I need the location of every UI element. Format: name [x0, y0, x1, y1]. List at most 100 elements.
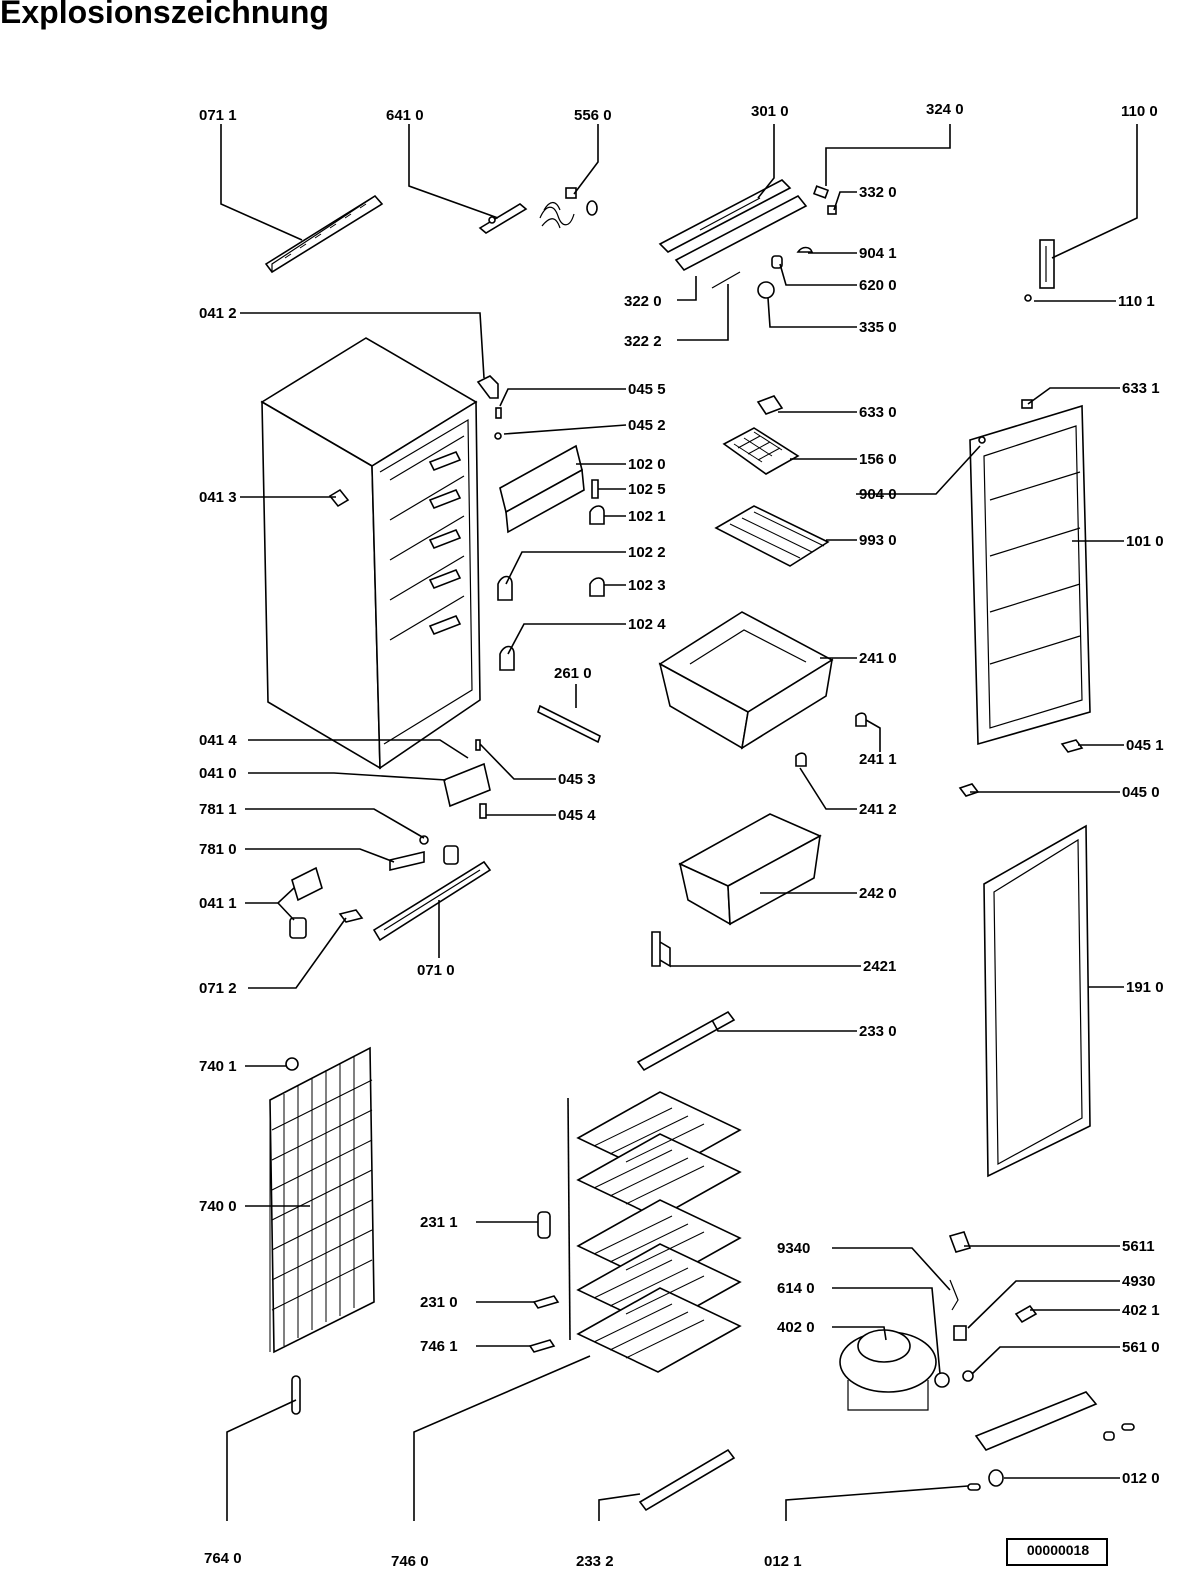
- part-label: 641 0: [386, 107, 424, 124]
- part-labels: 071 1 641 0 556 0 301 0 324 0 110 0 332 …: [199, 101, 1164, 1570]
- cabinet-body-drawing: [260, 337, 481, 770]
- part-label: 102 0: [628, 456, 666, 473]
- top-cover-301-0-drawing: [658, 179, 808, 272]
- bracket-041-0-drawing: [443, 762, 491, 808]
- part-label: 102 3: [628, 577, 666, 594]
- part-label: 2421: [863, 958, 896, 975]
- part-label: 241 1: [859, 751, 897, 768]
- part-label: 746 0: [391, 1553, 429, 1570]
- wire-shelf-rack-drawing: [567, 1091, 742, 1373]
- part-label: 241 2: [859, 801, 897, 818]
- gasket-191-0-drawing: [983, 824, 1091, 1178]
- part-label: 231 1: [420, 1214, 458, 1231]
- compressor-402-0-drawing: [839, 1329, 937, 1411]
- part-label: 556 0: [574, 107, 612, 124]
- part-label: 041 1: [199, 895, 237, 912]
- part-label: 012 1: [764, 1553, 802, 1570]
- part-label: 740 0: [199, 1198, 237, 1215]
- part-label: 071 1: [199, 107, 237, 124]
- ice-tray-156-0-drawing: [722, 427, 800, 475]
- shelf-cover-102-0-drawing: [499, 444, 585, 534]
- part-label: 620 0: [859, 277, 897, 294]
- part-label: 233 2: [576, 1553, 614, 1570]
- part-label: 746 1: [420, 1338, 458, 1355]
- part-label: 102 1: [628, 508, 666, 525]
- part-label: 041 0: [199, 765, 237, 782]
- part-332-0b-drawing: [827, 205, 837, 215]
- leader-lines: [220, 124, 1138, 1521]
- hinge-041-2-drawing: [476, 375, 499, 399]
- part-label: 322 2: [624, 333, 662, 350]
- part-label: 102 5: [628, 481, 666, 498]
- part-label: 045 1: [1126, 737, 1164, 754]
- part-label: 102 2: [628, 544, 666, 561]
- door-101-0-drawing: [969, 404, 1091, 746]
- part-label: 614 0: [777, 1280, 815, 1297]
- part-label: 041 3: [199, 489, 237, 506]
- part-label: 071 0: [417, 962, 455, 979]
- document-number-box: [1006, 1538, 1108, 1566]
- baseplate-drawing: [974, 1391, 1098, 1451]
- part-label: 231 0: [420, 1294, 458, 1311]
- part-drawings: [260, 179, 1135, 1512]
- handle-110-0-drawing: [1024, 239, 1055, 302]
- part-label: 045 2: [628, 417, 666, 434]
- part-label: 764 0: [204, 1550, 242, 1567]
- part-label: 335 0: [859, 319, 897, 336]
- tray-993-0-drawing: [714, 505, 830, 567]
- spring-556-0-drawing: [539, 187, 598, 229]
- part-label: 110 1: [1118, 293, 1155, 310]
- part-label: 191 0: [1126, 979, 1164, 996]
- part-label: 041 4: [199, 732, 237, 749]
- part-label: 904 0: [859, 486, 897, 503]
- rail-071-0-drawing: [372, 860, 492, 942]
- part-label: 071 2: [199, 980, 237, 997]
- bar-233-2-drawing: [638, 1448, 736, 1512]
- part-332-0-drawing: [812, 185, 830, 199]
- part-label: 101 0: [1126, 533, 1164, 550]
- part-label: 781 1: [199, 801, 237, 818]
- part-label: 156 0: [859, 451, 897, 468]
- part-label: 242 0: [859, 885, 897, 902]
- part-label: 322 0: [624, 293, 662, 310]
- part-label: 110 0: [1121, 103, 1158, 120]
- part-904-1-drawing: [796, 246, 814, 253]
- part-label: 904 1: [859, 245, 897, 262]
- part-label: 102 4: [628, 616, 666, 633]
- part-label: 633 0: [859, 404, 897, 421]
- rail-071-1-drawing: [264, 194, 384, 274]
- part-label: 781 0: [199, 841, 237, 858]
- part-label: 045 4: [558, 807, 596, 824]
- part-label: 324 0: [926, 101, 964, 118]
- bracket-2421-drawing: [651, 931, 671, 968]
- part-633-0-drawing: [756, 395, 784, 415]
- part-label: 045 0: [1122, 784, 1160, 801]
- part-label: 4930: [1122, 1273, 1155, 1290]
- part-335-0-drawing: [757, 281, 775, 299]
- hinge-bracket-641-0-drawing: [478, 203, 528, 234]
- part-label: 261 0: [554, 665, 592, 682]
- drawer-241-0-drawing: [658, 611, 834, 750]
- condenser-740-0-drawing: [269, 1046, 375, 1354]
- part-label: 740 1: [199, 1058, 237, 1075]
- part-label: 5611: [1122, 1238, 1155, 1255]
- part-label: 332 0: [859, 184, 897, 201]
- drawer-242-0-drawing: [678, 813, 822, 926]
- part-label: 9340: [777, 1240, 810, 1257]
- part-label: 045 5: [628, 381, 666, 398]
- part-label: 301 0: [751, 103, 789, 120]
- part-label: 402 1: [1122, 1302, 1160, 1319]
- part-label: 993 0: [859, 532, 897, 549]
- part-label: 041 2: [199, 305, 237, 322]
- part-label: 633 1: [1122, 380, 1160, 397]
- page-title: Explosionszeichnung: [0, 0, 329, 30]
- part-label: 561 0: [1122, 1339, 1160, 1356]
- part-label: 402 0: [777, 1319, 815, 1336]
- part-label: 012 0: [1122, 1470, 1160, 1487]
- part-label: 233 0: [859, 1023, 897, 1040]
- document-number: 00000018: [1026, 1542, 1090, 1558]
- part-label: 045 3: [558, 771, 596, 788]
- part-label: 241 0: [859, 650, 897, 667]
